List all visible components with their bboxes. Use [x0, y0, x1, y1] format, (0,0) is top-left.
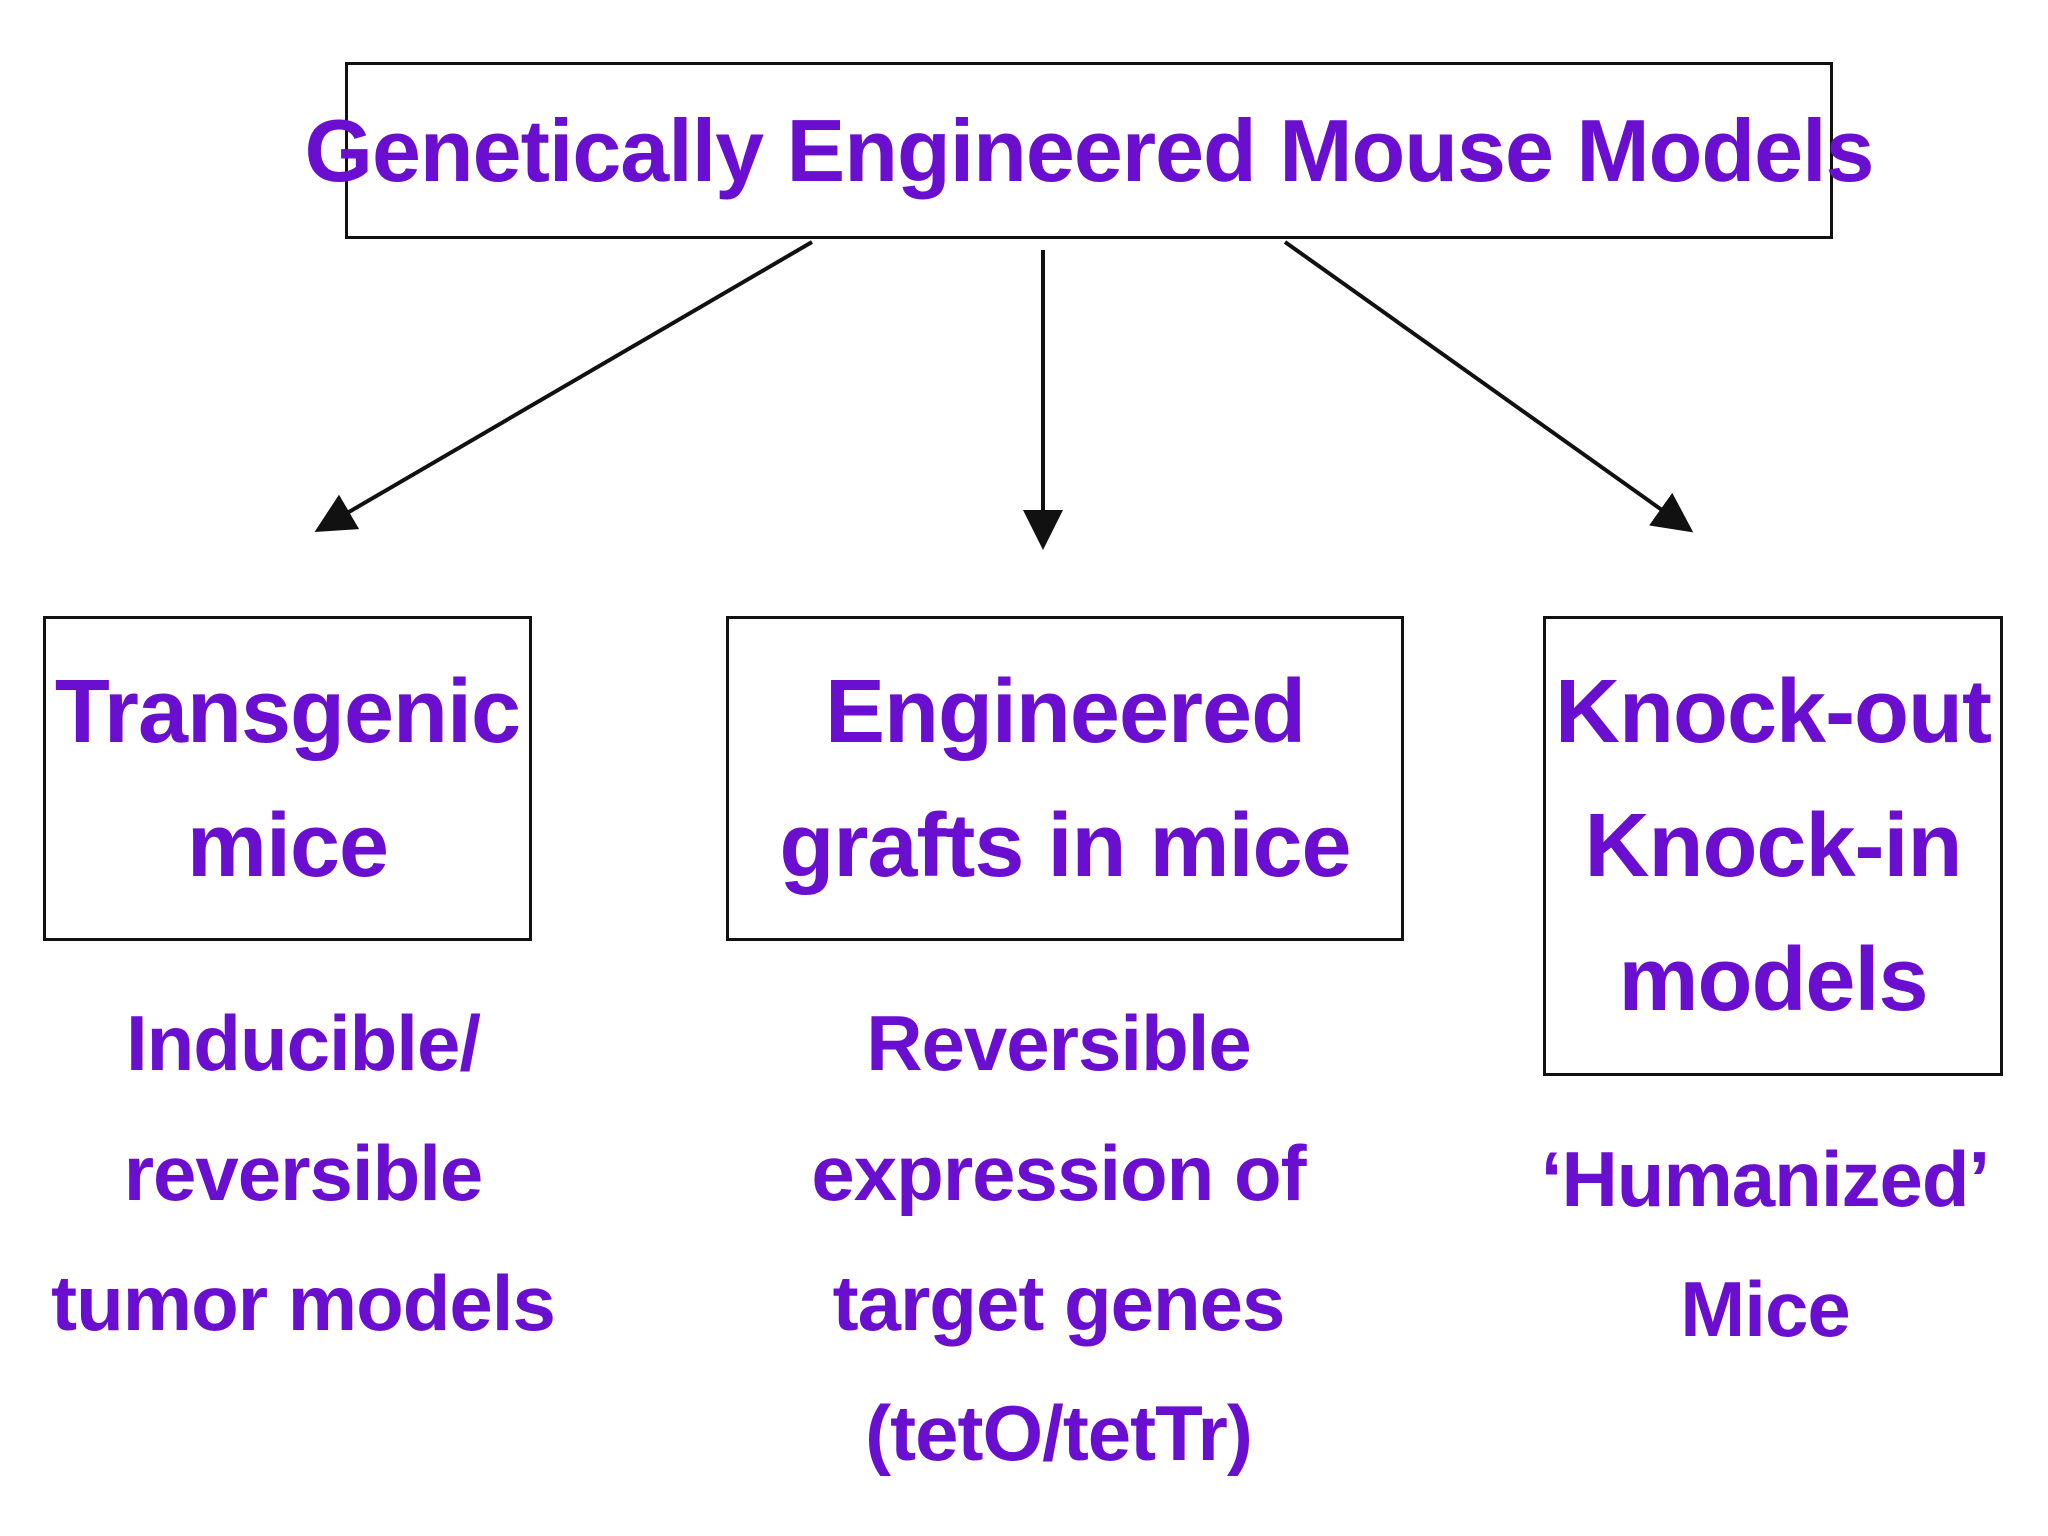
- transgenic-note: Inducible/ reversible tumor models: [51, 999, 556, 1347]
- grafts-note: Reversible expression of target genes (t…: [811, 999, 1306, 1477]
- knockout-note: ‘Humanized’ Mice: [1540, 1135, 1990, 1353]
- transgenic-label: Transgenic mice: [54, 661, 521, 896]
- grafts-box: Engineered grafts in mice: [726, 616, 1404, 941]
- root-label: Genetically Engineered Mouse Models: [304, 100, 1875, 200]
- knockout-label: Knock-out Knock-in models: [1555, 662, 1992, 1030]
- knockout-box: Knock-out Knock-in models: [1543, 616, 2003, 1076]
- root-box: Genetically Engineered Mouse Models: [305, 62, 1874, 239]
- transgenic-box: Transgenic mice: [43, 616, 532, 941]
- arrow-to-transgenic: [314, 240, 814, 533]
- grafts-label: Engineered grafts in mice: [779, 661, 1351, 896]
- arrow-to-knockout: [1283, 240, 1694, 533]
